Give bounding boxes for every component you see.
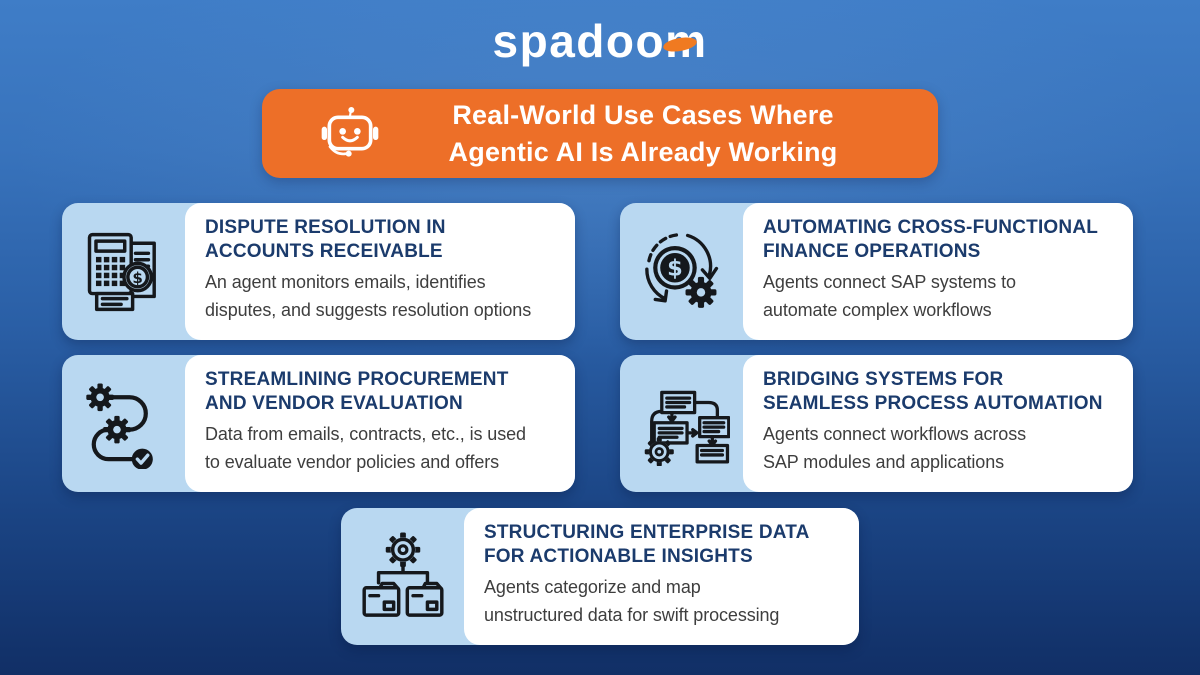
card-text-panel: AUTOMATING CROSS-FUNCTIONAL FINANCE OPER…	[743, 203, 1133, 340]
card-title-line1: BRIDGING SYSTEMS FOR	[763, 369, 1004, 390]
card-description-line1: Data from emails, contracts, etc., is us…	[205, 424, 526, 444]
card-title: DISPUTE RESOLUTION IN ACCOUNTS RECEIVABL…	[205, 216, 561, 264]
gear-folders-icon	[361, 531, 444, 617]
banner-title-line1: Real-World Use Cases Where	[452, 99, 834, 130]
use-case-card-structuring-data: STRUCTURING ENTERPRISE DATA FOR ACTIONAB…	[341, 508, 859, 645]
card-description-line2: disputes, and suggests resolution option…	[205, 299, 532, 320]
card-icon-panel	[620, 355, 743, 492]
card-description: Agents connect workflows across SAP modu…	[763, 421, 1119, 476]
card-description-line1: An agent monitors emails, identifies	[205, 272, 486, 292]
card-description-line1: Agents connect SAP systems to	[763, 272, 1016, 292]
flowchart-gear-icon	[644, 390, 730, 466]
card-title-line2: FOR ACTIONABLE INSIGHTS	[484, 546, 753, 567]
use-case-card-finance-operations: $ AUTOMATING CROSS-FUNCTIONAL FINANCE OP…	[620, 203, 1133, 340]
use-case-card-bridging-systems: BRIDGING SYSTEMS FOR SEAMLESS PROCESS AU…	[620, 355, 1133, 492]
card-title: STREAMLINING PROCUREMENT AND VENDOR EVAL…	[205, 368, 561, 416]
card-description-line2: to evaluate vendor policies and offers	[205, 451, 500, 472]
card-title: STRUCTURING ENTERPRISE DATA FOR ACTIONAB…	[484, 521, 845, 569]
svg-text:$: $	[132, 268, 143, 286]
card-text-panel: STRUCTURING ENTERPRISE DATA FOR ACTIONAB…	[464, 508, 859, 645]
use-case-card-procurement: STREAMLINING PROCUREMENT AND VENDOR EVAL…	[62, 355, 575, 492]
card-title-line2: FINANCE OPERATIONS	[763, 241, 981, 262]
card-description-line1: Agents categorize and map	[484, 577, 701, 597]
card-title: BRIDGING SYSTEMS FOR SEAMLESS PROCESS AU…	[763, 368, 1119, 416]
use-case-card-dispute-resolution: $ DISPUTE RESOLUTION IN ACCOUNTS RECEIVA…	[62, 203, 575, 340]
card-description-line1: Agents connect workflows across	[763, 424, 1027, 444]
title-banner: Real-World Use Cases Where Agentic AI Is…	[262, 89, 938, 178]
card-icon-panel	[62, 355, 185, 492]
card-text-panel: BRIDGING SYSTEMS FOR SEAMLESS PROCESS AU…	[743, 355, 1133, 492]
card-icon-panel	[341, 508, 464, 645]
card-description-line2: SAP modules and applications	[763, 451, 1005, 472]
card-title: AUTOMATING CROSS-FUNCTIONAL FINANCE OPER…	[763, 216, 1119, 264]
card-title-line1: STREAMLINING PROCUREMENT	[205, 369, 509, 390]
card-icon-panel: $	[62, 203, 185, 340]
card-description: Agents categorize and map unstructured d…	[484, 574, 845, 629]
card-title-line2: SEAMLESS PROCESS AUTOMATION	[763, 393, 1103, 414]
banner-title: Real-World Use Cases Where Agentic AI Is…	[382, 97, 938, 171]
card-title-line1: STRUCTURING ENTERPRISE DATA	[484, 522, 810, 543]
calculator-invoice-icon: $	[87, 232, 156, 311]
finance-cycle-gear-icon: $	[644, 232, 718, 308]
card-title-line2: ACCOUNTS RECEIVABLE	[205, 241, 443, 262]
banner-title-line2: Agentic AI Is Already Working	[448, 136, 838, 167]
process-path-gears-icon	[85, 383, 153, 469]
card-description: Agents connect SAP systems to automate c…	[763, 269, 1119, 324]
card-title-line1: AUTOMATING CROSS-FUNCTIONAL	[763, 217, 1099, 238]
card-text-panel: DISPUTE RESOLUTION IN ACCOUNTS RECEIVABL…	[185, 203, 575, 340]
card-icon-panel: $	[620, 203, 743, 340]
robot-icon	[321, 106, 379, 157]
card-description: An agent monitors emails, identifies dis…	[205, 269, 561, 324]
card-title-line1: DISPUTE RESOLUTION IN	[205, 217, 446, 238]
card-description-line2: unstructured data for swift processing	[484, 604, 780, 625]
card-text-panel: STREAMLINING PROCUREMENT AND VENDOR EVAL…	[185, 355, 575, 492]
card-title-line2: AND VENDOR EVALUATION	[205, 393, 463, 414]
card-description: Data from emails, contracts, etc., is us…	[205, 421, 561, 476]
svg-text:$: $	[667, 255, 683, 281]
card-description-line2: automate complex workflows	[763, 299, 992, 320]
brand-logo: spadoom	[0, 16, 1200, 66]
